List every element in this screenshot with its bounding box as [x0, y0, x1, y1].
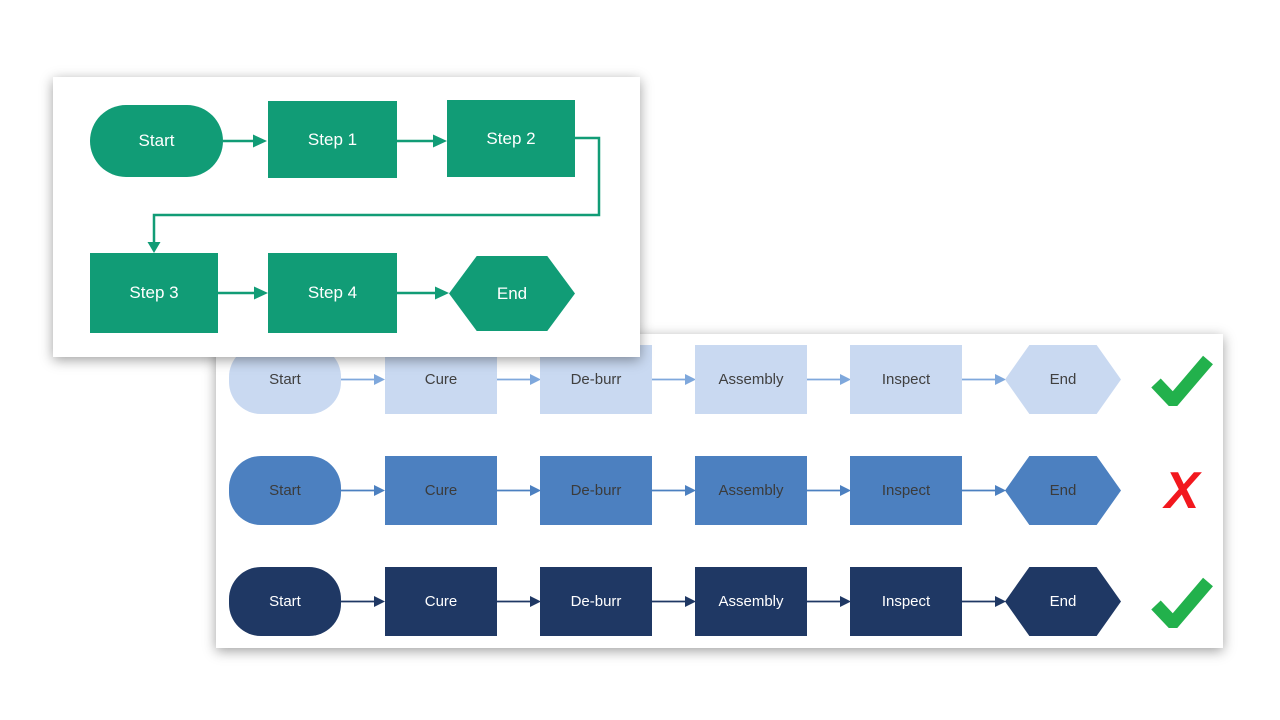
process-node-de-burr: De-burr [540, 456, 652, 525]
flow-node-step2: Step 2 [447, 100, 575, 177]
flow-arrow-icon [341, 374, 385, 385]
flow-arrow-icon [962, 485, 1006, 496]
process-node-start: Start [229, 567, 341, 636]
process-node-cure: Cure [385, 456, 497, 525]
process-node-start: Start [229, 456, 341, 525]
checkmark-icon [1151, 345, 1213, 414]
basic-flowchart-panel: Start Step 1 Step 2 Step 3 Step 4 End [53, 77, 640, 357]
cross-icon: X [1151, 456, 1213, 525]
flow-node-step1: Step 1 [268, 101, 397, 178]
flow-arrow-icon [497, 485, 541, 496]
process-node-de-burr: De-burr [540, 567, 652, 636]
process-node-end: End [1005, 345, 1121, 414]
flow-arrow-icon [652, 374, 696, 385]
process-node-end: End [1005, 456, 1121, 525]
flow-arrow-icon [341, 485, 385, 496]
flow-arrow-icon [807, 596, 851, 607]
flow-node-step4: Step 4 [268, 253, 397, 333]
process-row-dark-navy: Start Cure De-burr Assembly Inspect End [216, 567, 1223, 636]
process-row-medium-blue: Start Cure De-burr Assembly Inspect End X [216, 456, 1223, 525]
flow-arrow-icon [497, 374, 541, 385]
flow-node-step3: Step 3 [90, 253, 218, 333]
flow-node-end: End [449, 256, 575, 331]
flow-arrow-icon [652, 485, 696, 496]
process-node-cure: Cure [385, 567, 497, 636]
flow-arrow-icon [807, 374, 851, 385]
flow-arrow-icon [341, 596, 385, 607]
flow-arrow-icon [652, 596, 696, 607]
flow-arrow-icon [962, 596, 1006, 607]
checkmark-icon [1151, 567, 1213, 636]
process-node-assembly: Assembly [695, 345, 807, 414]
process-node-inspect: Inspect [850, 567, 962, 636]
flow-arrow-icon [807, 485, 851, 496]
process-variants-panel: Start Cure De-burr Assembly Inspect End … [216, 334, 1223, 648]
flow-node-start: Start [90, 105, 223, 177]
process-node-assembly: Assembly [695, 567, 807, 636]
process-node-inspect: Inspect [850, 345, 962, 414]
flow-arrow-icon [962, 374, 1006, 385]
flow-arrow-icon [497, 596, 541, 607]
process-node-inspect: Inspect [850, 456, 962, 525]
process-node-end: End [1005, 567, 1121, 636]
cross-glyph: X [1164, 461, 1200, 520]
process-node-assembly: Assembly [695, 456, 807, 525]
